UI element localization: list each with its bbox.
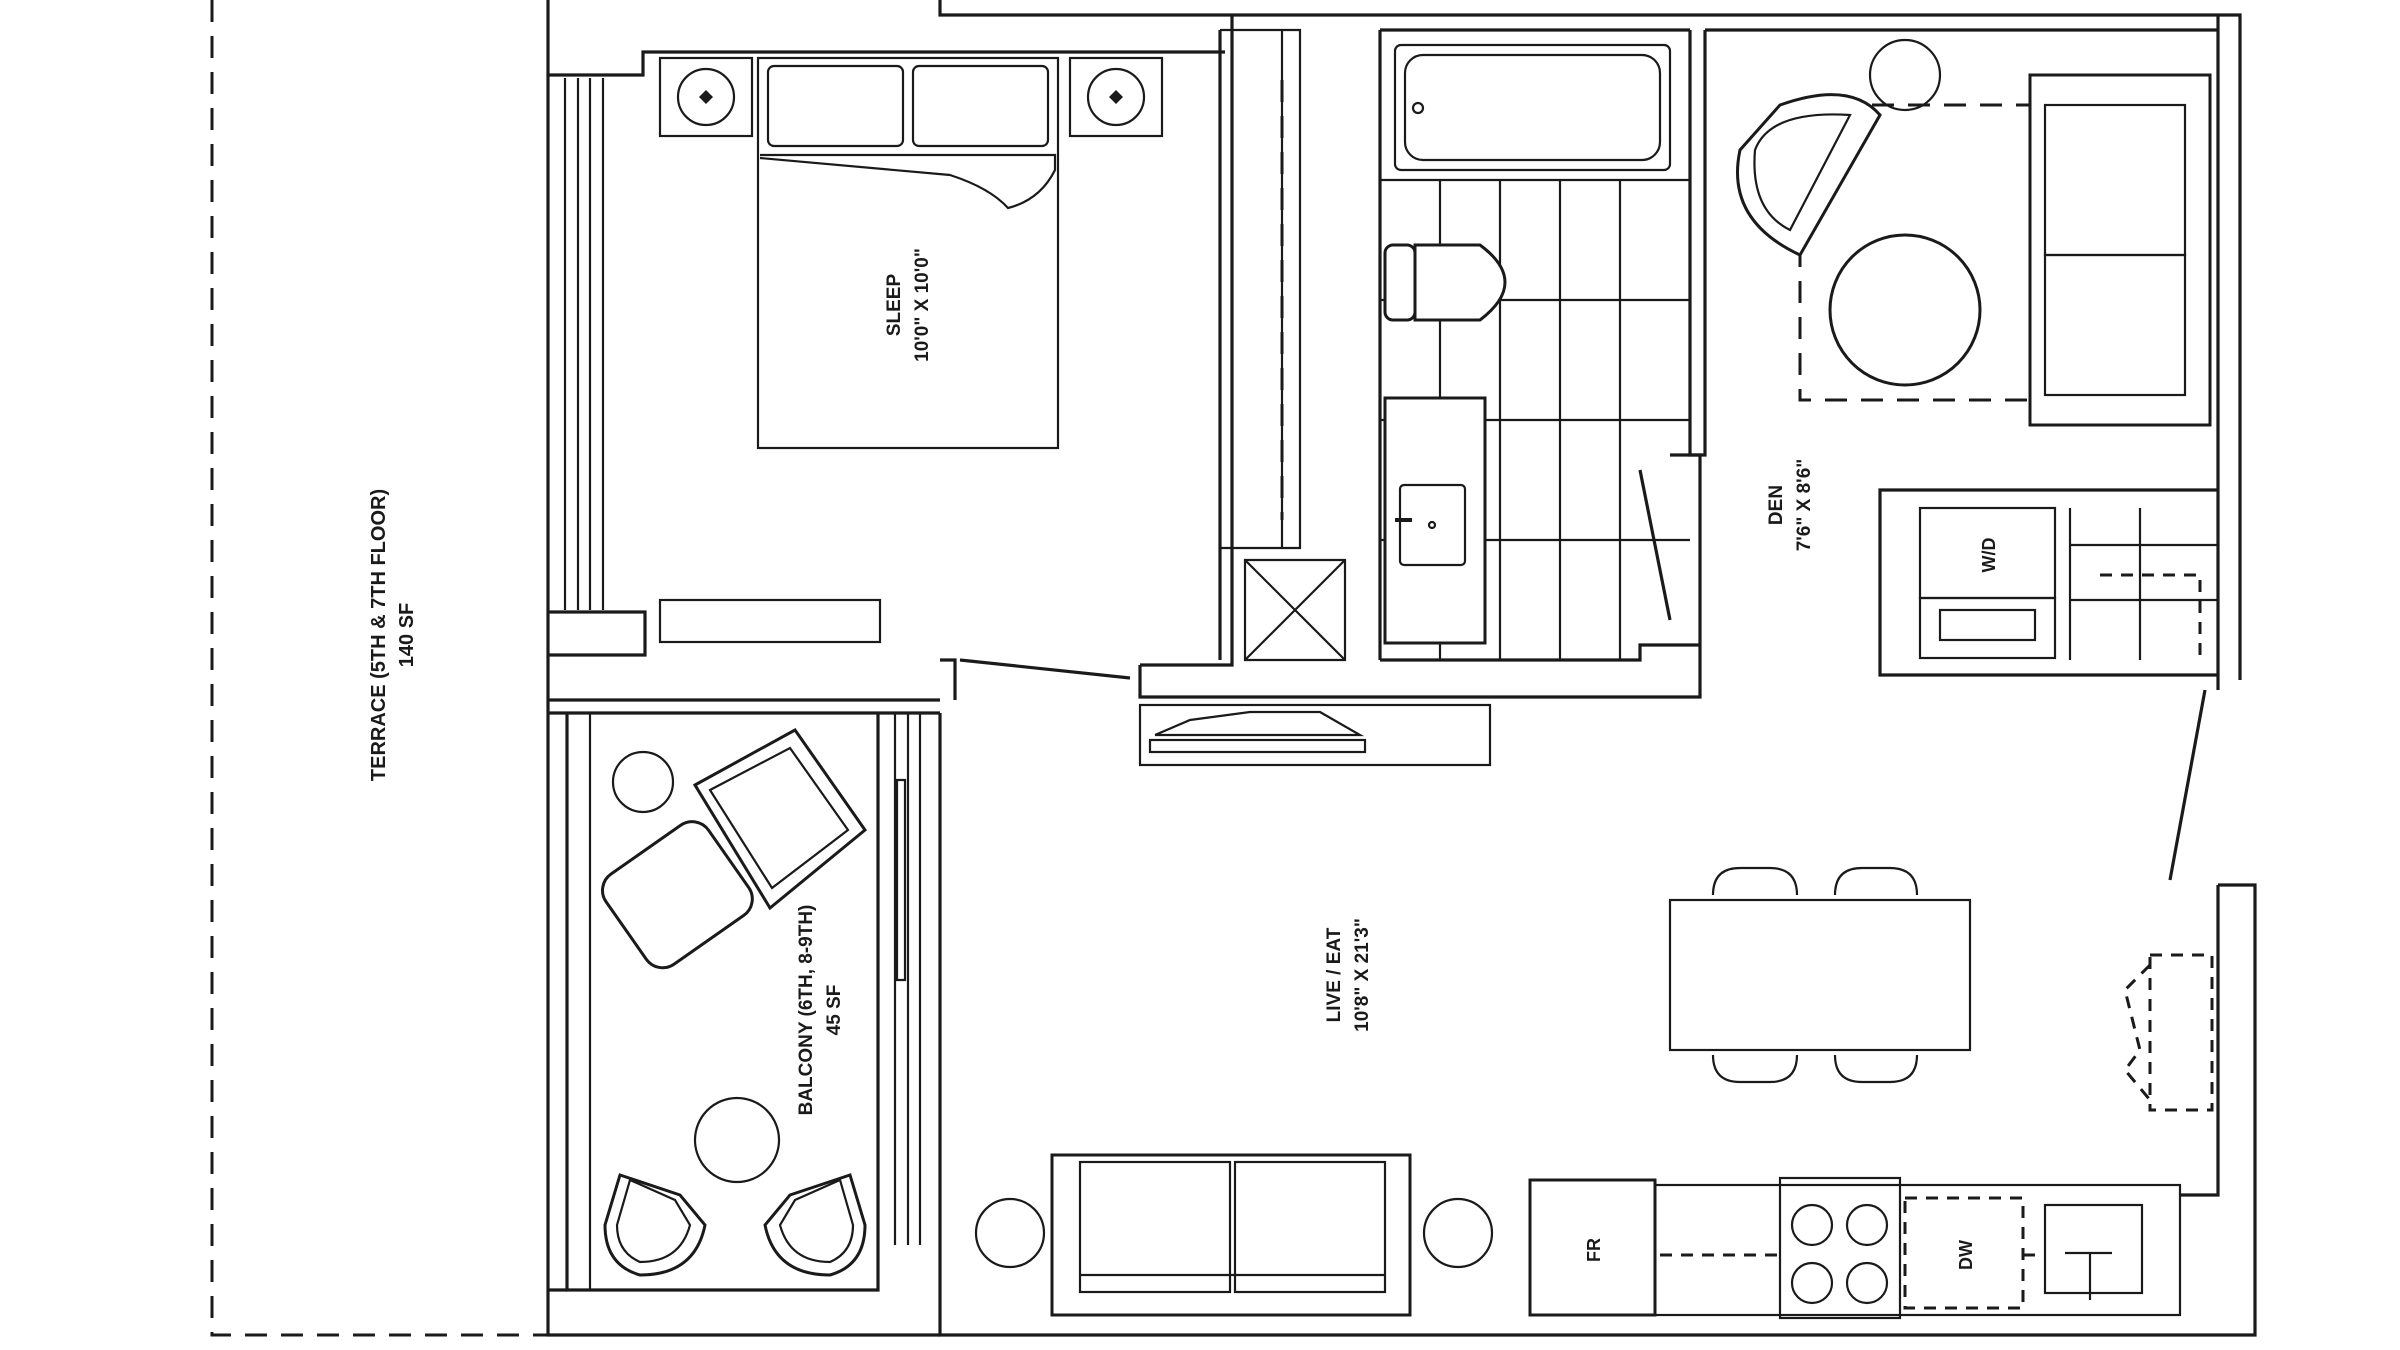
- live-eat-name: LIVE / EAT: [1324, 927, 1345, 1022]
- entry-console: [1138, 703, 1492, 767]
- laundry-closet: [1878, 488, 2218, 677]
- live-eat-dims: 10'8" X 21'3": [1352, 918, 1373, 1032]
- terrace-outline: [210, 0, 548, 1337]
- den-name: DEN: [1766, 485, 1787, 525]
- sleep-window: [563, 78, 605, 610]
- label-den: DEN 7'6" X 8'6": [1766, 459, 1815, 552]
- interior-walls: [959, 15, 2220, 881]
- sofa: [974, 1153, 1494, 1317]
- fridge-label: FR: [1584, 1238, 1604, 1262]
- sleep-bench: [658, 598, 882, 644]
- balcony-name: BALCONY (6TH, 8-9TH): [796, 905, 817, 1116]
- dining-set: [1668, 866, 1972, 1084]
- label-live-eat: LIVE / EAT 10'8" X 21'3": [1324, 918, 1373, 1032]
- label-balcony: BALCONY (6TH, 8-9TH) 45 SF: [796, 905, 845, 1116]
- balcony-furniture: [601, 728, 868, 1277]
- dishwasher-label: DW: [1956, 1240, 1976, 1270]
- label-terrace: TERRACE (5TH & 7TH FLOOR) 140 SF: [368, 489, 418, 781]
- sleep-dims: 10'0" X 10'0": [912, 248, 933, 362]
- media-unit: [2123, 953, 2214, 1112]
- nightstands: [658, 56, 1164, 138]
- balcony-area: [548, 713, 940, 1337]
- washer-dryer-label: W/D: [1979, 538, 1999, 573]
- bed: [756, 56, 1060, 450]
- closet: [1220, 28, 1347, 662]
- sleep-name: SLEEP: [884, 274, 905, 337]
- terrace-area: 140 SF: [396, 603, 418, 667]
- den-dims: 7'6" X 8'6": [1794, 459, 1815, 552]
- kitchen: [1528, 1176, 2182, 1320]
- den-furniture: [1736, 38, 2212, 427]
- label-sleep: SLEEP 10'0" X 10'0": [884, 248, 933, 362]
- bathroom: [1380, 43, 1690, 660]
- exterior-walls: [546, 0, 2257, 1337]
- terrace-name: TERRACE (5TH & 7TH FLOOR): [368, 489, 390, 781]
- balcony-area: 45 SF: [824, 985, 845, 1036]
